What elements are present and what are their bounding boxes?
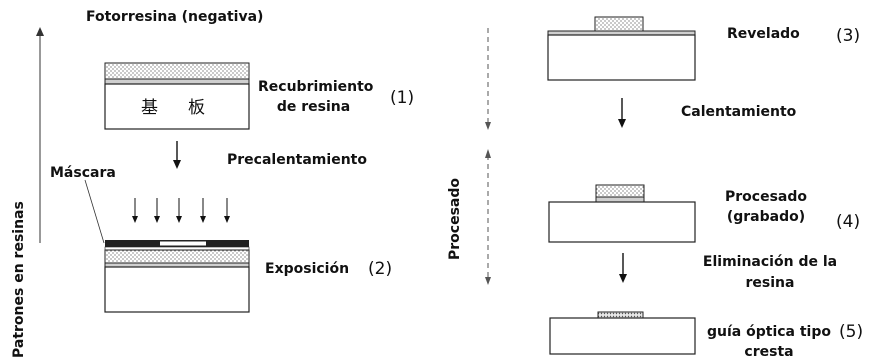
- step1-label-line1: Recubrimiento: [258, 79, 374, 95]
- heating-label: Calentamiento: [681, 104, 797, 120]
- photoresist-label: Fotorresina (negativa): [86, 9, 264, 25]
- step4-label-line1: Procesado: [725, 189, 807, 205]
- step5-label-line2: cresta: [744, 344, 794, 360]
- prebake-label: Precalentamiento: [227, 152, 367, 168]
- step4-label-line2: (grabado): [726, 209, 806, 225]
- resist-removal-line2: resina: [745, 275, 795, 291]
- step2-number: (2): [368, 259, 393, 279]
- substrate-char-1: 基: [141, 98, 158, 118]
- step1-label-line2: de resina: [276, 99, 351, 115]
- mask-pointer: [84, 179, 105, 244]
- step3-label: Revelado: [727, 26, 800, 42]
- step5-substrate: [549, 311, 696, 355]
- step2-label: Exposición: [265, 261, 350, 277]
- left-axis-label: Patrones en resinas: [11, 201, 27, 358]
- step3-substrate: [547, 16, 696, 81]
- step3-number: (3): [836, 26, 861, 46]
- step1-number: (1): [390, 88, 415, 108]
- arrow-prebake: [173, 141, 181, 169]
- right-axis-label: Procesado: [447, 178, 463, 260]
- left-axis-arrow: [36, 27, 44, 243]
- mask-label: Máscara: [50, 165, 116, 181]
- step5-number: (5): [839, 322, 864, 342]
- step5-label-line1: guía óptica tipo: [707, 324, 831, 340]
- step4-number: (4): [836, 212, 861, 232]
- arrow-heating: [618, 98, 626, 128]
- arrow-resist-removal: [619, 253, 627, 283]
- step2-substrate: [104, 240, 250, 313]
- step1-substrate: [104, 62, 250, 130]
- step4-substrate: [548, 184, 696, 243]
- substrate-char-2: 板: [188, 98, 205, 118]
- exposure-arrows: [132, 198, 230, 223]
- right-axis-arrows: [485, 28, 491, 285]
- resist-removal-line1: Eliminación de la: [702, 254, 838, 270]
